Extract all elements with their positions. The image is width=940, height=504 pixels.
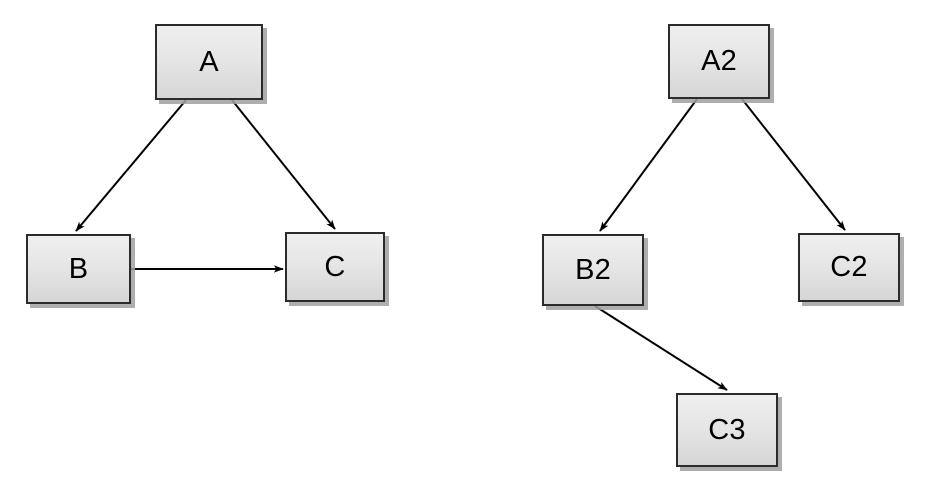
node-c[interactable]: C xyxy=(285,232,385,302)
edge-a-to-b[interactable] xyxy=(75,99,187,232)
node-label-c3: C3 xyxy=(708,413,746,446)
node-label-a: A xyxy=(199,45,219,78)
edge-a-to-c[interactable] xyxy=(231,99,336,230)
node-label-c2: C2 xyxy=(830,251,868,283)
node-c3[interactable]: C3 xyxy=(676,393,778,467)
node-a[interactable]: A xyxy=(155,24,263,100)
edge-b2-to-c3[interactable] xyxy=(594,305,728,391)
edge-a2-to-c2[interactable] xyxy=(741,98,846,231)
node-c2[interactable]: C2 xyxy=(798,233,900,302)
node-label-c: C xyxy=(324,250,346,283)
edge-a2-to-b2[interactable] xyxy=(599,98,698,232)
node-a2[interactable]: A2 xyxy=(668,24,770,99)
node-label-b: B xyxy=(68,252,89,285)
node-b2[interactable]: B2 xyxy=(542,234,644,306)
node-label-a2: A2 xyxy=(701,45,737,77)
node-label-b2: B2 xyxy=(575,253,611,286)
node-b[interactable]: B xyxy=(26,234,131,304)
edges-group xyxy=(75,98,846,391)
